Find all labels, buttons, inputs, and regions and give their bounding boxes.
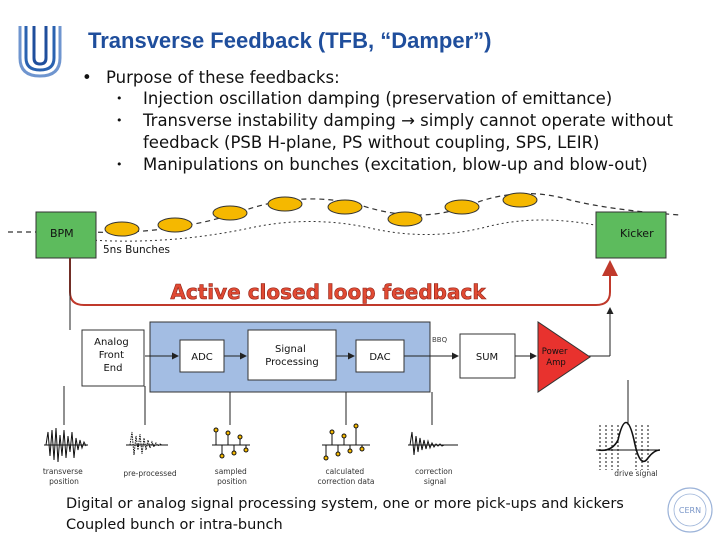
wl5-a: correction <box>415 467 453 476</box>
sub-bullet: • Manipulations on bunches (excitation, … <box>82 154 712 176</box>
university-logo <box>18 26 62 78</box>
signal-processing-label: Signal Processing <box>265 344 318 368</box>
waveform-calculated-correction <box>322 423 370 461</box>
bbq-label: BBQ <box>432 336 448 344</box>
sub-bullet-text: Transverse instability damping → simply … <box>143 111 673 152</box>
signal-processing-box <box>247 329 337 381</box>
afe-line-3: End <box>103 363 122 374</box>
bullet-main: • Purpose of these feedbacks: <box>82 68 712 88</box>
bunch <box>267 196 303 212</box>
label-calculated-correction-data: calculated correction data <box>318 467 375 486</box>
bullet-list: • Purpose of these feedbacks: • Injectio… <box>82 68 712 176</box>
wl3-b: position <box>217 477 247 486</box>
sum-box <box>459 333 516 379</box>
wl1-b: position <box>49 477 79 486</box>
sub-bullet: • Injection oscillation damping (preserv… <box>82 88 712 110</box>
label-drive-signal: drive signal <box>614 469 658 478</box>
sub-bullet-text: Injection oscillation damping (preservat… <box>143 89 613 108</box>
afe-line-1: Analog <box>94 337 129 348</box>
label-transverse-position: transverse position <box>43 467 85 486</box>
feedback-loop-arrow <box>69 258 618 306</box>
page-title: Transverse Feedback (TFB, “Damper”) <box>88 28 492 53</box>
afe-line-2: Front <box>99 350 124 361</box>
bpm-label: BPM <box>50 227 74 240</box>
wl1-a: transverse <box>43 467 83 476</box>
wl3-a: sampled <box>215 467 247 476</box>
waveform-sampled-position <box>212 427 250 459</box>
sp-line-1: Signal <box>275 344 306 355</box>
wl4-a: calculated <box>325 467 364 476</box>
analog-front-end-label: Analog Front End <box>94 337 132 374</box>
pa-line-1: Power <box>542 347 568 357</box>
bunch <box>327 199 363 215</box>
sub-bullet: • Transverse instability damping → simpl… <box>82 110 712 154</box>
kicker-box <box>595 211 667 259</box>
analog-front-end-box <box>81 329 145 387</box>
sp-line-2: Processing <box>265 357 318 368</box>
label-pre-processed: pre-processed <box>123 469 176 478</box>
bullet-dot-icon: • <box>116 92 123 105</box>
power-amp-label: Power Amp <box>542 347 570 368</box>
bunch <box>157 217 193 233</box>
waveform-drive-signal <box>596 421 661 470</box>
adc-label: ADC <box>191 352 213 363</box>
bunch <box>502 192 538 208</box>
dac-box <box>355 339 405 373</box>
bpm-box <box>35 211 97 259</box>
bunches-label: 5ns Bunches <box>103 244 170 256</box>
bullet-dot-icon: • <box>116 114 123 127</box>
waveform-transverse-position <box>44 427 88 463</box>
label-correction-signal: correction signal <box>415 467 455 486</box>
bunch <box>212 205 248 221</box>
footer-line-2: Coupled bunch or intra-bunch <box>66 517 283 533</box>
dac-label: DAC <box>369 352 390 363</box>
bunch <box>387 211 423 227</box>
wl4-b: correction data <box>318 477 375 486</box>
bullet-main-text: Purpose of these feedbacks: <box>106 68 340 87</box>
kicker-label: Kicker <box>620 227 654 240</box>
adc-box <box>179 339 225 373</box>
sum-label: SUM <box>476 352 498 363</box>
loop-label: Active closed loop feedback <box>170 280 486 304</box>
sub-bullet-text: Manipulations on bunches (excitation, bl… <box>143 155 648 174</box>
bunches <box>104 192 538 237</box>
footer-text: Digital or analog signal processing syst… <box>66 494 624 536</box>
bunch <box>104 221 140 237</box>
waveform-pre-processed <box>126 431 168 456</box>
cern-logo: CERN <box>667 487 713 533</box>
wl5-b: signal <box>424 477 446 486</box>
bullet-dot-icon: • <box>82 68 92 87</box>
footer-line-1: Digital or analog signal processing syst… <box>66 496 624 512</box>
power-amp-triangle <box>537 321 591 393</box>
bullet-dot-icon: • <box>116 158 123 171</box>
waveform-correction-signal <box>408 431 458 456</box>
pa-line-2: Amp <box>546 358 566 368</box>
label-sampled-position: sampled position <box>215 467 249 486</box>
svg-text:CERN: CERN <box>679 506 701 515</box>
bunch <box>444 199 480 215</box>
beam-orbit-line-2 <box>89 219 601 242</box>
